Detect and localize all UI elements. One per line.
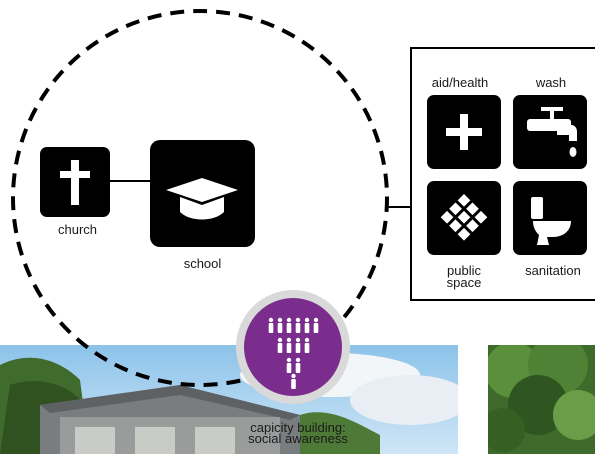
church-label: church bbox=[57, 222, 98, 237]
tree-photo-right bbox=[488, 345, 595, 454]
faucet-icon bbox=[527, 107, 577, 157]
aid-health-label: aid/health bbox=[431, 75, 489, 90]
plus-icon bbox=[446, 114, 482, 150]
capacity-building-badge bbox=[236, 290, 350, 404]
graduation-cap-icon bbox=[166, 178, 238, 220]
capacity-building-circle bbox=[244, 298, 342, 396]
school-tile bbox=[150, 140, 255, 247]
public-space-tile bbox=[427, 181, 501, 255]
capacity-building-label-line2: social awareness bbox=[248, 431, 348, 446]
public-space-label-line1: public bbox=[447, 263, 481, 278]
building-photo-left bbox=[0, 345, 458, 454]
sanitation-label: sanitation bbox=[525, 263, 581, 278]
public-space-label-line2: space bbox=[446, 275, 482, 290]
services-connector bbox=[388, 206, 412, 208]
aid-health-tile bbox=[427, 95, 501, 169]
wash-label: wash bbox=[535, 75, 567, 90]
wash-tile bbox=[513, 95, 587, 169]
community-boundary-circle bbox=[11, 9, 389, 387]
cross-icon bbox=[60, 160, 90, 205]
sanitation-tile bbox=[513, 181, 587, 255]
diamond-grid-icon bbox=[440, 193, 488, 241]
capacity-building-label-line1: capicity building: bbox=[250, 420, 346, 435]
church-school-connector bbox=[110, 180, 152, 182]
people-group-icon bbox=[268, 317, 319, 389]
toilet-icon bbox=[531, 197, 571, 245]
school-label: school bbox=[183, 256, 222, 271]
church-tile bbox=[40, 147, 110, 217]
services-panel bbox=[410, 47, 595, 301]
